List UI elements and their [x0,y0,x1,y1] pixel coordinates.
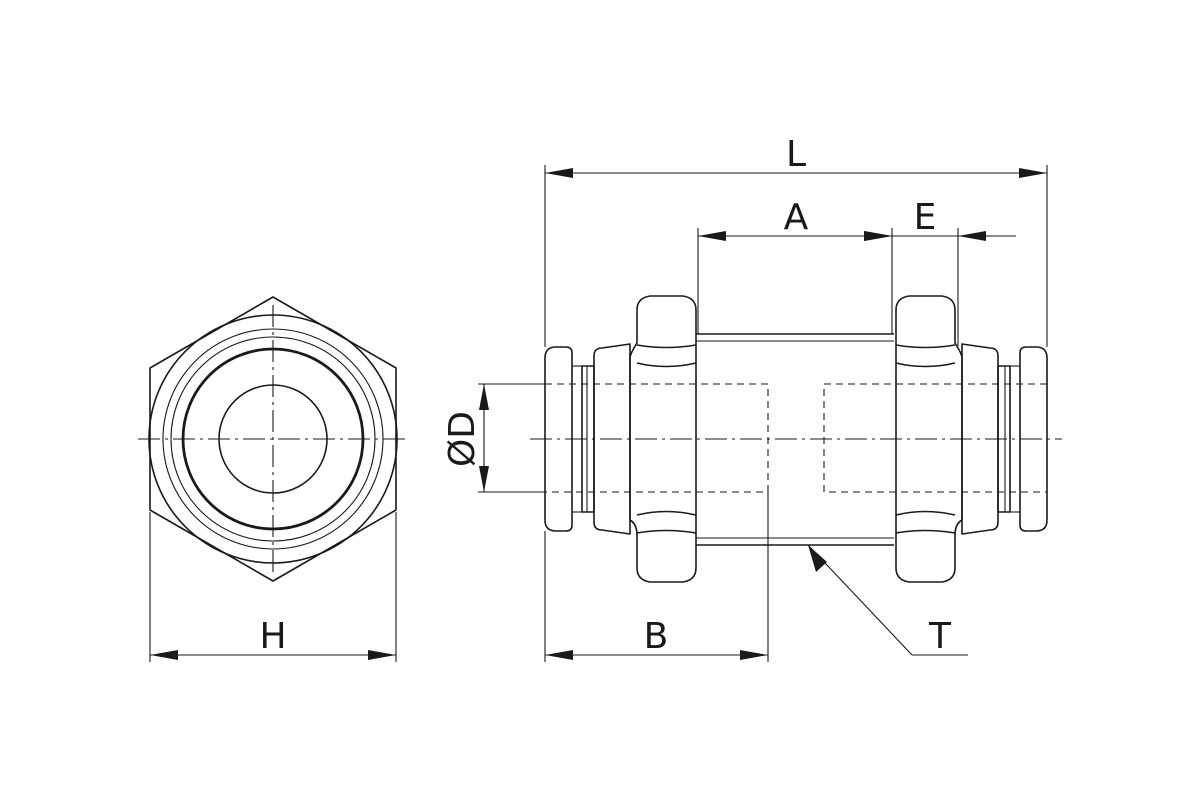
dimension-label-t: T [928,616,952,657]
left-release-collar [544,346,573,532]
dimension-label-e: E [914,197,937,238]
dimension-e: E [864,197,1016,346]
dimension-label-b: B [644,616,669,657]
end-view-hexagon [149,296,397,582]
dimension-l: L [544,134,1048,347]
dimension-d: ØD [442,383,545,493]
dimension-h: H [149,512,397,662]
right-release-collar [1019,346,1048,532]
left-nut [629,295,697,583]
right-nut [895,295,963,583]
side-view [530,295,1062,583]
dimension-a: A [697,197,893,334]
left-body-shoulder [593,343,631,535]
dimension-label-l: L [786,134,806,175]
end-view [138,296,410,582]
dimension-b: B [544,492,769,662]
dimension-label-a: A [784,197,809,238]
right-body-shoulder [961,343,999,535]
hidden-bore-lines [545,383,1047,493]
leader-t: T [807,544,968,657]
dimension-label-d: ØD [442,411,483,467]
dimension-label-h: H [259,616,286,657]
